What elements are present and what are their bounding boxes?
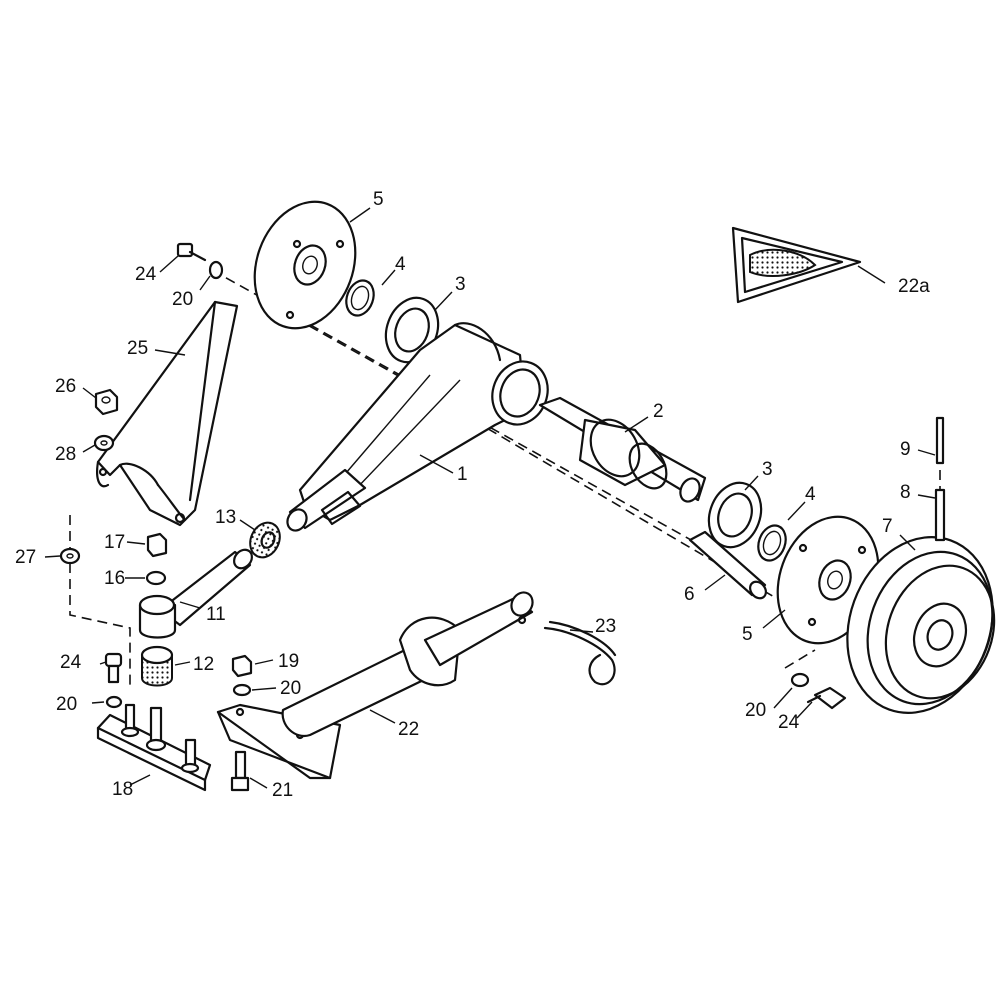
callout-12: 12 [193, 654, 214, 675]
nut-17 [146, 532, 168, 558]
callout-13: 13 [215, 507, 236, 528]
sleeve-arm-11 [138, 548, 253, 639]
callout-9: 9 [900, 439, 911, 460]
warning-decal-22a [731, 226, 862, 304]
callout-19: 19 [278, 651, 299, 672]
callout-23: 23 [595, 616, 616, 637]
washer-20-upper [208, 260, 224, 280]
callout-24-left: 24 [60, 652, 82, 673]
callout-27: 27 [15, 547, 36, 568]
washer-28 [93, 434, 115, 452]
callout-labels: 5 4 3 2 1 3 4 5 6 7 8 9 11 12 13 16 17 1… [15, 189, 930, 801]
flange-plate-upper [253, 200, 357, 330]
callout-11: 11 [206, 604, 226, 625]
bolt-24-right [806, 686, 847, 710]
callout-20-upper: 20 [172, 289, 193, 310]
callout-26: 26 [55, 376, 76, 397]
main-arm [286, 322, 549, 532]
nut-26 [94, 388, 119, 416]
callout-28: 28 [55, 444, 76, 465]
rubber-block-12 [140, 645, 174, 687]
bolt-24-left [104, 652, 123, 684]
bolt-21 [230, 750, 250, 792]
roll-pin-8 [934, 488, 946, 542]
base-plate-18 [96, 703, 212, 792]
callout-6: 6 [684, 584, 695, 605]
callout-17: 17 [104, 532, 125, 553]
callout-21: 21 [272, 780, 293, 801]
callout-3-lower: 3 [762, 459, 773, 480]
callout-16: 16 [104, 568, 125, 589]
bolt-24-upper [176, 242, 207, 262]
circlip-lower [757, 524, 787, 562]
washer-27 [59, 547, 81, 565]
callout-20-center: 20 [280, 678, 301, 699]
callout-4-upper: 4 [395, 254, 406, 275]
callout-3-upper: 3 [455, 274, 466, 295]
circlip-upper [345, 279, 375, 317]
callout-1: 1 [457, 464, 468, 485]
callout-7: 7 [882, 516, 893, 537]
callout-22: 22 [398, 719, 419, 740]
hairpin-clip-23 [543, 620, 617, 686]
washer-20-center [232, 683, 252, 697]
leader-lines [44, 207, 936, 789]
washer-20-right [790, 672, 810, 688]
callout-24-upper: 24 [135, 264, 157, 285]
bearing-lower [707, 481, 763, 549]
callout-22a: 22a [898, 276, 930, 297]
callout-18: 18 [112, 779, 133, 800]
callout-5-lower: 5 [742, 624, 753, 645]
pulley-7 [846, 536, 996, 714]
support-post-22 [216, 591, 534, 780]
washer-20-left [105, 695, 123, 709]
pin-9 [935, 416, 945, 465]
callout-2: 2 [653, 401, 664, 422]
callout-20-left: 20 [56, 694, 77, 715]
bushing-13 [249, 521, 281, 559]
callout-5-upper: 5 [373, 189, 384, 210]
callout-20-right: 20 [745, 700, 766, 721]
bracket-25 [96, 300, 239, 527]
washer-16 [145, 570, 167, 586]
callout-8: 8 [900, 482, 911, 503]
nut-19 [231, 654, 253, 678]
shaft-2 [538, 396, 707, 503]
pin-6 [688, 530, 767, 600]
callout-4-lower: 4 [805, 484, 816, 505]
callout-25: 25 [127, 338, 148, 359]
callout-24-right: 24 [778, 712, 800, 733]
